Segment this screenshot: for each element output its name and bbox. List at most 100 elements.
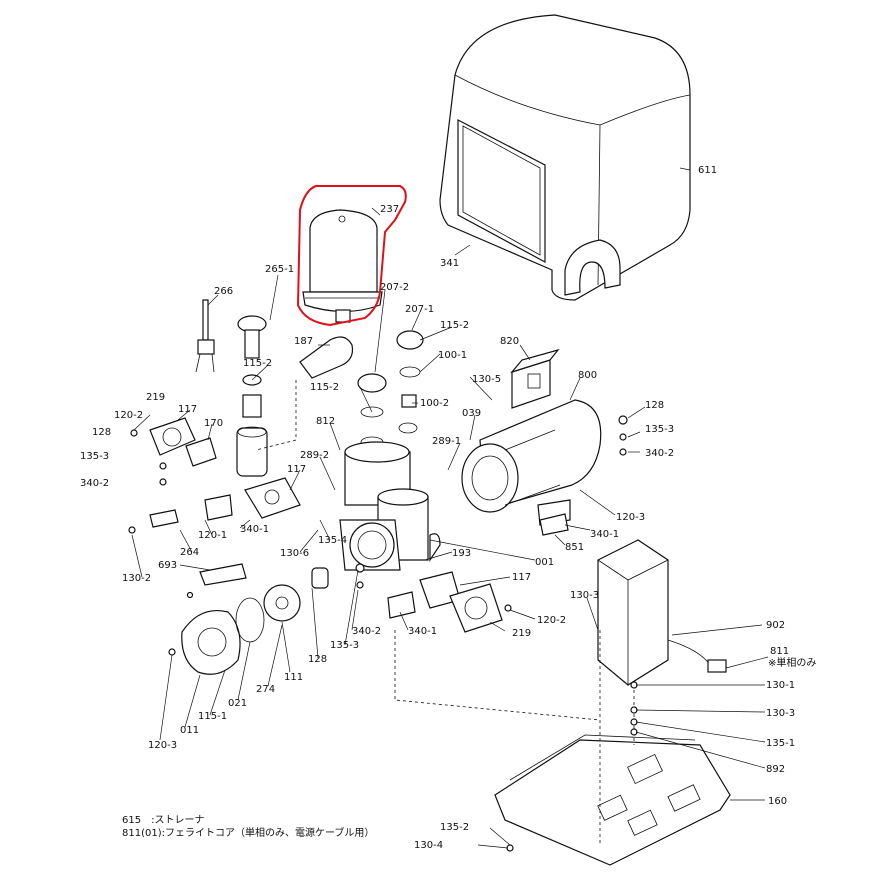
label-341: 341 bbox=[440, 258, 459, 269]
casing-011 bbox=[181, 610, 241, 675]
label-289-1: 289-1 bbox=[432, 436, 461, 447]
impeller-274 bbox=[263, 584, 301, 622]
label-130-1: 130-1 bbox=[766, 680, 795, 691]
pressure-tank-237 bbox=[302, 209, 383, 323]
label-001: 001 bbox=[535, 557, 554, 568]
label-340-1-c: 340-1 bbox=[408, 626, 437, 637]
label-120-3-b: 120-3 bbox=[148, 740, 177, 751]
label-207-2: 207-2 bbox=[380, 282, 409, 293]
label-812: 812 bbox=[316, 416, 335, 427]
clamp-340-1-right bbox=[387, 591, 416, 619]
base-160 bbox=[494, 734, 731, 866]
label-693: 693 bbox=[158, 560, 177, 571]
label-115-1: 115-1 bbox=[198, 711, 227, 722]
sensor-265-1 bbox=[236, 315, 268, 477]
label-021: 021 bbox=[228, 698, 247, 709]
label-219-b: 219 bbox=[512, 628, 531, 639]
label-135-3-b: 135-3 bbox=[80, 451, 109, 462]
label-265-1: 265-1 bbox=[265, 264, 294, 275]
label-117-b: 117 bbox=[287, 464, 306, 475]
label-135-1: 135-1 bbox=[766, 738, 795, 749]
capacitor-820 bbox=[510, 348, 560, 409]
label-187: 187 bbox=[294, 336, 313, 347]
label-039: 039 bbox=[462, 408, 481, 419]
label-264: 264 bbox=[180, 547, 199, 558]
label-851: 851 bbox=[565, 542, 584, 553]
label-820: 820 bbox=[500, 336, 519, 347]
label-130-4: 130-4 bbox=[414, 840, 443, 851]
label-111: 111 bbox=[284, 672, 303, 683]
gasket-117-left bbox=[185, 437, 217, 467]
label-130-6: 130-6 bbox=[280, 548, 309, 559]
label-117-c: 117 bbox=[512, 572, 531, 583]
label-120-1: 120-1 bbox=[198, 530, 227, 541]
bracket-693 bbox=[199, 563, 247, 586]
clamp-340-1-motor bbox=[539, 513, 569, 536]
label-340-2-b: 340-2 bbox=[80, 478, 109, 489]
label-135-3-c: 135-3 bbox=[330, 640, 359, 651]
label-611: 611 bbox=[698, 165, 717, 176]
label-130-2: 130-2 bbox=[122, 573, 151, 584]
sensor-266 bbox=[195, 299, 215, 373]
label-117-a: 117 bbox=[178, 404, 197, 415]
label-128-a: 128 bbox=[645, 400, 664, 411]
label-120-3-a: 120-3 bbox=[616, 512, 645, 523]
part-labels: 237 611 341 265-1 266 187 207-2 207-1 11… bbox=[80, 165, 816, 851]
label-100-1: 100-1 bbox=[438, 350, 467, 361]
screws bbox=[128, 415, 638, 852]
bracket-264 bbox=[149, 509, 179, 528]
label-130-3-b: 130-3 bbox=[766, 708, 795, 719]
label-160: 160 bbox=[768, 796, 787, 807]
cover-611 bbox=[439, 14, 691, 301]
label-207-1: 207-1 bbox=[405, 304, 434, 315]
label-130-5: 130-5 bbox=[472, 374, 501, 385]
flange-219-right bbox=[449, 583, 503, 633]
label-340-2-c: 340-2 bbox=[352, 626, 381, 637]
label-340-1-a: 340-1 bbox=[240, 524, 269, 535]
clamp-340-1-left bbox=[204, 494, 233, 521]
note-811: 811(01):フェライトコア（単相のみ、電源ケーブル用） bbox=[122, 826, 374, 839]
motor-800 bbox=[461, 399, 602, 526]
valve-207-2 bbox=[357, 373, 387, 448]
label-135-2: 135-2 bbox=[440, 822, 469, 833]
label-120-2-b: 120-2 bbox=[537, 615, 566, 626]
label-170: 170 bbox=[204, 418, 223, 429]
label-130-3-a: 130-3 bbox=[570, 590, 599, 601]
control-box-902 bbox=[597, 539, 727, 686]
label-892: 892 bbox=[766, 764, 785, 775]
label-193: 193 bbox=[452, 548, 471, 559]
label-115-2-c: 115-2 bbox=[310, 382, 339, 393]
label-237: 237 bbox=[380, 204, 399, 215]
pump-body-001 bbox=[339, 441, 441, 571]
label-902: 902 bbox=[766, 620, 785, 631]
label-128-b: 128 bbox=[92, 427, 111, 438]
label-100-2: 100-2 bbox=[420, 398, 449, 409]
valve-207-1 bbox=[396, 330, 424, 434]
label-120-2-a: 120-2 bbox=[114, 410, 143, 421]
label-128-c: 128 bbox=[308, 654, 327, 665]
label-115-2-b: 115-2 bbox=[243, 358, 272, 369]
leader-lines bbox=[131, 167, 769, 849]
label-011: 011 bbox=[180, 725, 199, 736]
label-800: 800 bbox=[578, 370, 597, 381]
elbow-187 bbox=[299, 336, 354, 379]
label-135-3-a: 135-3 bbox=[645, 424, 674, 435]
label-811: 811 bbox=[770, 646, 789, 657]
flange-219-left bbox=[149, 417, 196, 456]
label-135-4: 135-4 bbox=[318, 535, 347, 546]
footnotes: 615 :ストレーナ 811(01):フェライトコア（単相のみ、電源ケーブル用） bbox=[122, 814, 374, 839]
label-340-1-b: 340-1 bbox=[590, 529, 619, 540]
label-115-2-a: 115-2 bbox=[440, 320, 469, 331]
label-266: 266 bbox=[214, 286, 233, 297]
note-615: 615 :ストレーナ bbox=[122, 814, 204, 826]
highlight-outline-237 bbox=[296, 185, 407, 327]
o-ring-115-1 bbox=[235, 597, 265, 643]
label-274: 274 bbox=[256, 684, 275, 695]
gasket-117-mid bbox=[244, 477, 301, 519]
label-811-note: ※単相のみ bbox=[768, 656, 816, 669]
seal-111 bbox=[311, 567, 329, 589]
label-219-a: 219 bbox=[146, 392, 165, 403]
assembly-guide-lines bbox=[255, 380, 635, 845]
label-289-2: 289-2 bbox=[300, 450, 329, 461]
